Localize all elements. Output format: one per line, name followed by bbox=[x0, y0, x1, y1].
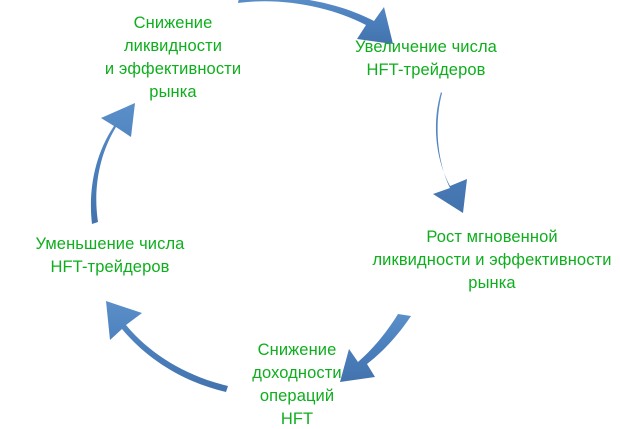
cycle-node-decrease-hft: Уменьшение числа HFT-трейдеров bbox=[35, 235, 185, 276]
cycle-node-decline-liquidity: Снижение ликвидности и эффективности рын… bbox=[104, 14, 242, 101]
arrow-right bbox=[433, 92, 467, 213]
cycle-node-growth-instant-liquidity: Рост мгновенной ликвидности и эффективно… bbox=[372, 228, 612, 292]
cycle-node-decline-profitability: Снижение доходности операций HFT bbox=[252, 341, 342, 428]
arrow-left bbox=[90, 103, 135, 224]
arrow-bottom-right bbox=[340, 314, 411, 382]
arrow-top bbox=[238, 0, 393, 44]
cycle-node-increase-hft: Увеличение числа HFT-трейдеров bbox=[355, 38, 497, 79]
arrow-bottom-left bbox=[106, 301, 228, 392]
